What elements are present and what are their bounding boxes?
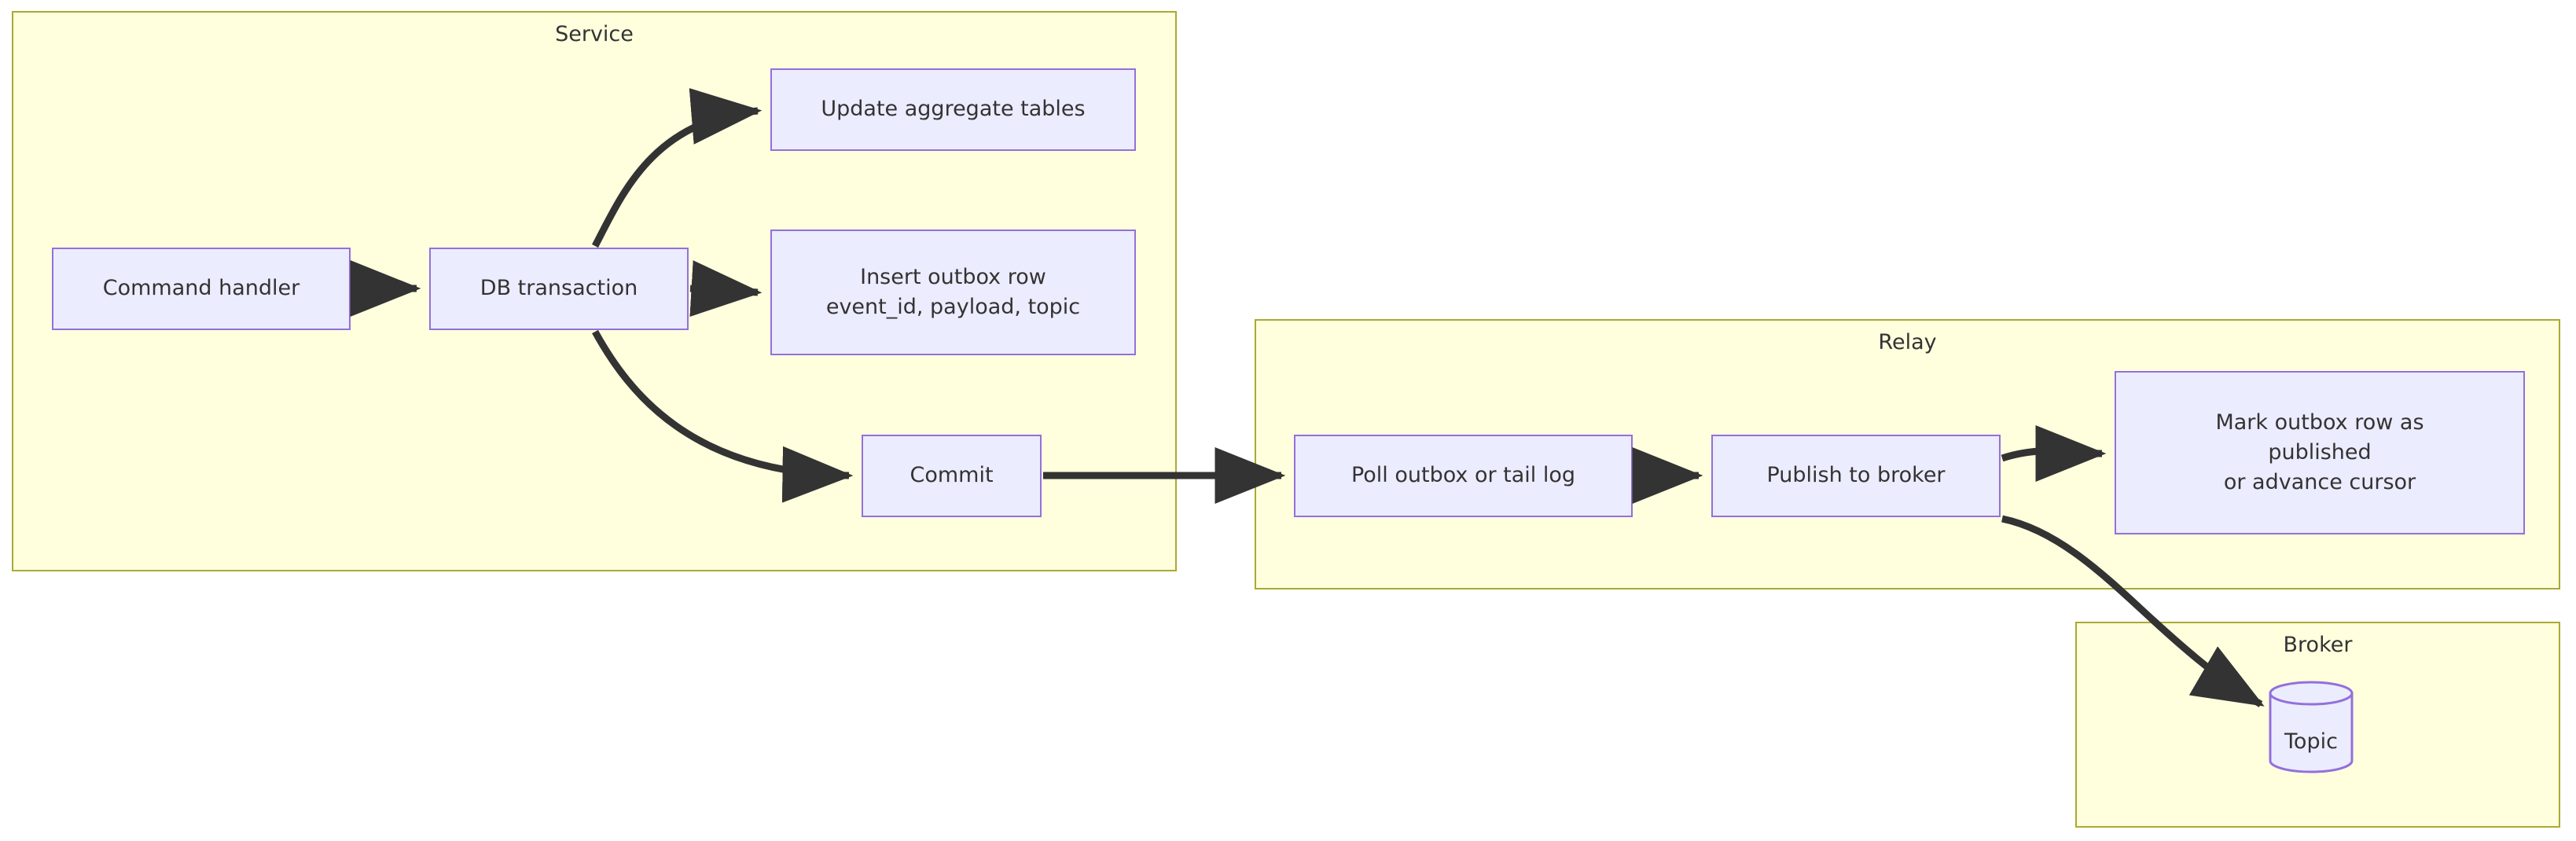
node-db-transaction-label: DB transaction [480, 276, 638, 301]
node-update-aggregate-tables-label: Update aggregate tables [821, 97, 1086, 122]
node-db-transaction[interactable]: DB transaction [429, 248, 689, 330]
node-poll-outbox-or-tail-log-label: Poll outbox or tail log [1350, 463, 1576, 488]
node-command-handler[interactable]: Command handler [52, 248, 351, 330]
node-insert-outbox-row[interactable]: Insert outbox row event_id, payload, top… [770, 230, 1136, 355]
cluster-relay-label: Relay [1878, 330, 1937, 354]
node-mark-outbox-row[interactable]: Mark outbox row as published or advance … [2115, 371, 2525, 534]
cluster-broker-label: Broker [2283, 633, 2353, 657]
node-topic-label: Topic [2284, 729, 2338, 754]
node-commit[interactable]: Commit [862, 435, 1042, 517]
node-topic[interactable]: Topic [2269, 681, 2354, 773]
node-mark-outbox-row-label: Mark outbox row as published or advance … [2215, 409, 2424, 495]
node-insert-outbox-row-label: Insert outbox row event_id, payload, top… [825, 264, 1081, 319]
node-publish-to-broker[interactable]: Publish to broker [1711, 435, 2001, 517]
node-poll-outbox-or-tail-log[interactable]: Poll outbox or tail log [1294, 435, 1633, 517]
node-commit-label: Commit [910, 463, 994, 488]
node-update-aggregate-tables[interactable]: Update aggregate tables [770, 68, 1136, 151]
node-command-handler-label: Command handler [102, 276, 300, 301]
node-publish-to-broker-label: Publish to broker [1766, 463, 1946, 488]
cluster-service-label: Service [555, 22, 634, 46]
cylinder-icon [2269, 681, 2354, 773]
